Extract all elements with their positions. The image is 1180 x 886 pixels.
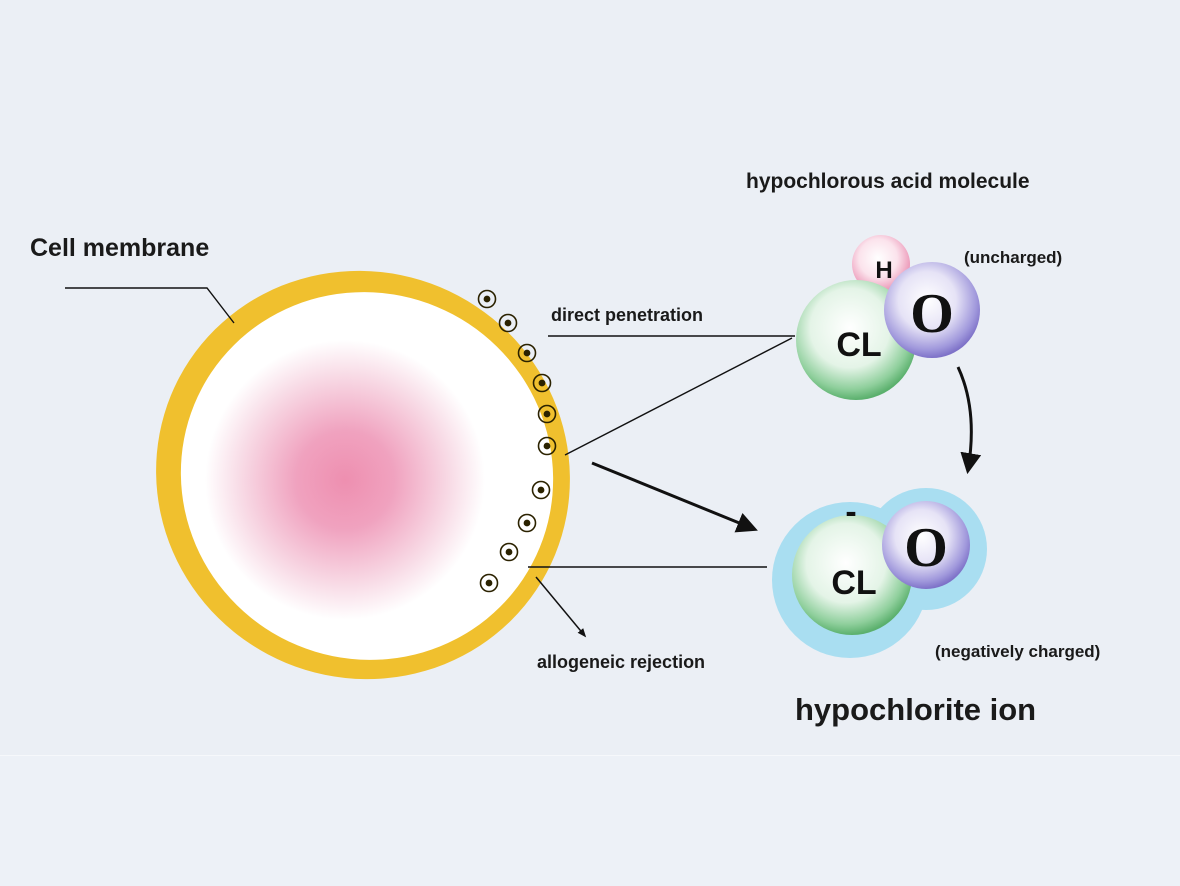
arrows bbox=[535, 366, 982, 638]
cell-nucleus-glow bbox=[205, 340, 485, 620]
receptor-dot bbox=[517, 513, 537, 533]
ion-oxygen-atom bbox=[882, 501, 970, 589]
ion-chlorine-symbol: CL bbox=[831, 564, 876, 602]
cell-membrane-label: Cell membrane bbox=[30, 234, 210, 262]
negatively-charged-label: (negatively charged) bbox=[935, 642, 1101, 661]
receptor-dot bbox=[537, 404, 557, 424]
receptor-dot bbox=[499, 542, 519, 562]
chlorine-symbol: CL bbox=[836, 326, 881, 364]
connector-lines bbox=[65, 287, 795, 568]
receptor-dot bbox=[498, 313, 518, 333]
ion-charge-symbol: - bbox=[845, 493, 856, 531]
cell bbox=[156, 270, 570, 680]
uncharged-label: (uncharged) bbox=[964, 248, 1063, 267]
penetration-diagonal-line bbox=[564, 337, 793, 456]
allogeneic-rejection-label: allogeneic rejection bbox=[537, 652, 706, 672]
receptor-dot bbox=[479, 573, 499, 593]
bottom-band bbox=[0, 755, 1180, 886]
receptor-dot bbox=[477, 289, 497, 309]
allogeneic-rejection-arrow bbox=[535, 576, 587, 638]
receptor-dot bbox=[532, 373, 552, 393]
oxygen-symbol: O bbox=[910, 283, 954, 345]
receptor-dot bbox=[517, 343, 537, 363]
ion-oxygen-symbol: O bbox=[904, 517, 948, 579]
receptor-dot bbox=[537, 436, 557, 456]
direct-penetration-label: direct penetration bbox=[551, 305, 704, 325]
hypochlorite-ion: - CL O bbox=[772, 488, 987, 658]
receptor-dot bbox=[531, 480, 551, 500]
oxygen-atom bbox=[884, 262, 980, 358]
hypochlorite-ion-label: hypochlorite ion bbox=[795, 692, 1037, 727]
hydrogen-atom bbox=[852, 235, 910, 293]
hypochlorous-acid-molecule: H CL O bbox=[796, 235, 980, 400]
membrane-receptors bbox=[477, 289, 557, 593]
hydrogen-symbol: H bbox=[875, 257, 892, 284]
hypochlorous-acid-label: hypochlorous acid molecule bbox=[746, 170, 1030, 193]
cell-to-ion-arrow bbox=[591, 461, 758, 533]
dissociation-arrow bbox=[956, 366, 982, 475]
cell-membrane-leader bbox=[65, 287, 235, 324]
